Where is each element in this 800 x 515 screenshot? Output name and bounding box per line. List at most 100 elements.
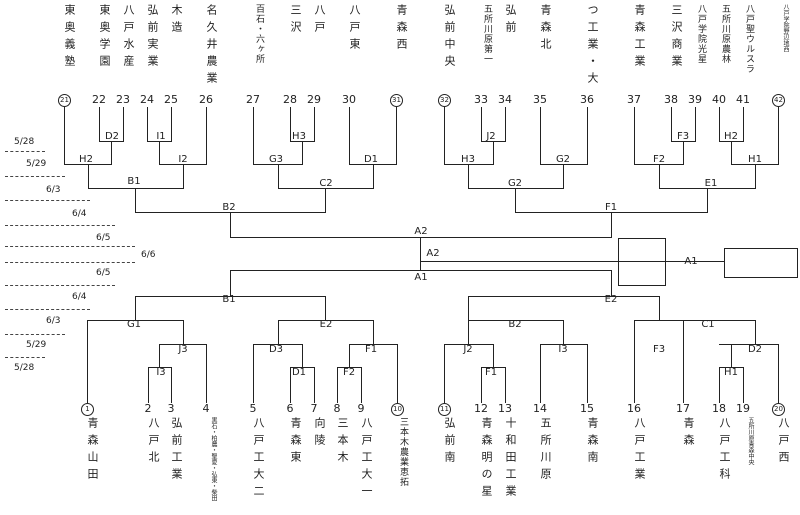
team-name: 弘前南 [443,417,456,468]
bracket-line [468,320,469,344]
team-name: 五所川原青森中央 [747,417,754,465]
bracket-line [778,344,779,403]
bracket-line [505,367,506,403]
team-number: 34 [498,93,512,106]
bracket-line [64,112,65,164]
team-name: 十和田工業 [504,417,517,502]
team-number: 17 [676,402,690,415]
bracket-line [468,296,469,320]
bracket-line [587,344,588,403]
team-name: 八戸工大二 [252,417,265,502]
bracket-line [337,367,338,403]
bracket-line [206,107,207,112]
team-name: 五所川原農林 [720,4,730,64]
game-label: G2 [507,178,523,189]
bracket-line [278,188,374,189]
date-separator [5,334,65,335]
date-separator [5,285,115,286]
team-number: 24 [140,93,154,106]
bracket-line [540,344,541,403]
team-number: 40 [712,93,726,106]
bracket-line [707,188,708,212]
bracket-line [147,112,148,141]
team-name: 青森工業 [633,4,646,72]
bracket-line [719,344,779,345]
round-date: 6/5 [96,233,111,243]
team-name: 青森明の星 [480,417,493,502]
game-label: F1 [604,202,618,213]
bracket-line [695,107,696,112]
bracket-line [159,141,160,164]
team-number: 25 [164,93,178,106]
game-label: I2 [178,154,188,165]
game-label: C1 [701,319,715,330]
bracket-line [171,367,172,403]
bracket-line [743,367,744,403]
team-name: 三本木 [336,417,349,468]
bracket-line [278,320,279,344]
bracket-line [618,261,664,262]
bracket-line [481,367,506,368]
bracket-line [505,107,506,112]
champion-box [724,248,798,278]
bracket-line [587,107,588,112]
bracket-line [468,164,469,188]
team-name: 八戸学院野辺地西 [782,4,789,52]
bracket-line [123,112,124,141]
game-label: A1 [414,272,428,283]
team-name: 八戸北 [147,417,160,468]
seed-number-circle: 21 [58,94,71,107]
team-number: 41 [736,93,750,106]
team-name: 青森西 [395,4,408,55]
bracket-line [634,112,635,164]
bracket-line [148,367,149,403]
bracket-line [420,261,421,270]
bracket-line [314,112,315,141]
seed-number-circle: 1 [81,403,94,416]
bracket-line [87,320,184,321]
team-number: 14 [533,402,547,415]
bracket-line [587,112,588,164]
bracket-line [290,107,291,112]
bracket-line [731,344,732,367]
bracket-line [611,270,612,296]
team-number: 38 [664,93,678,106]
round-date: 6/3 [46,185,61,195]
game-label: F3 [652,344,666,355]
team-number: 6 [286,402,294,415]
bracket-line [159,344,160,367]
team-number: 28 [283,93,297,106]
bracket-line [337,367,362,368]
bracket-line [505,112,506,141]
game-label: D1 [291,367,307,378]
bracket-line [664,261,724,262]
team-number: 19 [736,402,750,415]
bracket-line [325,296,326,320]
team-name: 東奥学園 [98,4,111,72]
game-label: A2 [426,248,440,259]
round-date: 5/28 [14,363,35,373]
bracket-line [361,367,362,403]
game-label: I1 [156,131,166,142]
bracket-line [135,296,136,320]
bracket-line [159,344,207,345]
team-number: 26 [199,93,213,106]
game-label: J3 [178,344,188,355]
game-label: H3 [461,154,475,165]
bracket-line [743,107,744,112]
game-label: E2 [604,294,618,305]
bracket-line [420,261,619,262]
bracket-line [671,112,672,141]
date-separator [5,262,135,263]
seed-number-circle: 42 [772,94,785,107]
game-label: C2 [319,178,333,189]
round-date: 5/29 [26,159,47,169]
bracket-line [373,320,374,344]
bracket-line [99,112,100,141]
team-name: 弘前工業 [170,417,183,485]
round-date: 6/3 [46,316,61,326]
team-number: 16 [627,402,641,415]
bracket-line [278,164,279,188]
bracket-line [540,112,541,164]
bracket-line [420,237,421,261]
